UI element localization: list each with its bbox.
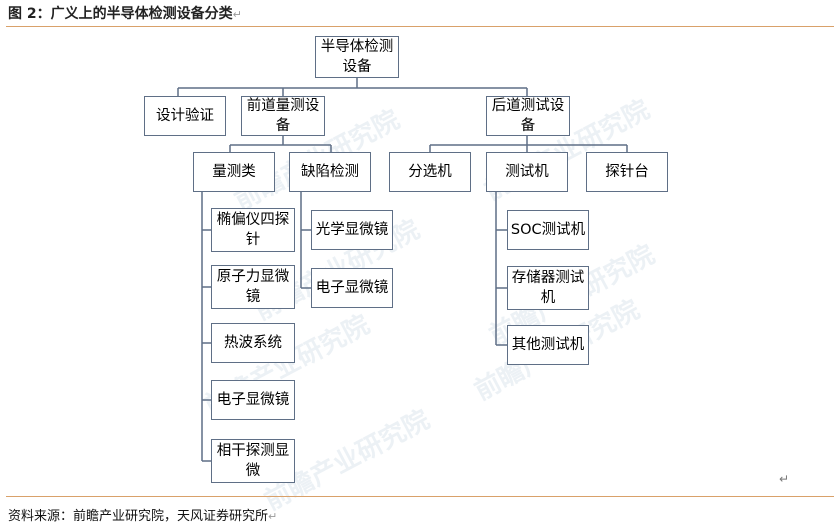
node-front-end-metrology-equipment: 前道量测设备	[241, 96, 325, 136]
node-prober: 探针台	[586, 152, 668, 192]
node-defect-inspection: 缺陷检测	[289, 152, 371, 192]
node-back-end-test-equipment: 后道测试设备	[486, 96, 570, 136]
node-coherence-probe-microscope: 相干探测显微	[211, 439, 295, 483]
node-semiconductor-inspection-equipment: 半导体检测设备	[315, 36, 399, 78]
node-ellipsometer-four-point-probe: 椭偏仪四探针	[211, 208, 295, 252]
node-thermal-wave-system: 热波系统	[211, 323, 295, 363]
node-atomic-force-microscope: 原子力显微镜	[211, 265, 295, 309]
node-design-verification: 设计验证	[144, 96, 226, 136]
figure-title: 图 2：广义上的半导体检测设备分类↵	[8, 6, 242, 22]
node-metrology: 量测类	[193, 152, 275, 192]
bottom-divider	[6, 496, 834, 497]
node-soc-tester: SOC测试机	[507, 210, 589, 250]
node-electron-microscope-metrology: 电子显微镜	[211, 380, 295, 420]
top-divider	[6, 26, 834, 27]
source-note: 资料来源：前瞻产业研究院，天风证券研究所↵	[8, 509, 278, 524]
node-electron-microscope-defect: 电子显微镜	[311, 268, 393, 308]
node-tester: 测试机	[486, 152, 568, 192]
node-sorter: 分选机	[389, 152, 471, 192]
node-memory-tester: 存储器测试机	[507, 266, 589, 310]
node-other-tester: 其他测试机	[507, 325, 589, 365]
return-mark: ↵	[779, 472, 790, 486]
node-optical-microscope: 光学显微镜	[311, 210, 393, 250]
